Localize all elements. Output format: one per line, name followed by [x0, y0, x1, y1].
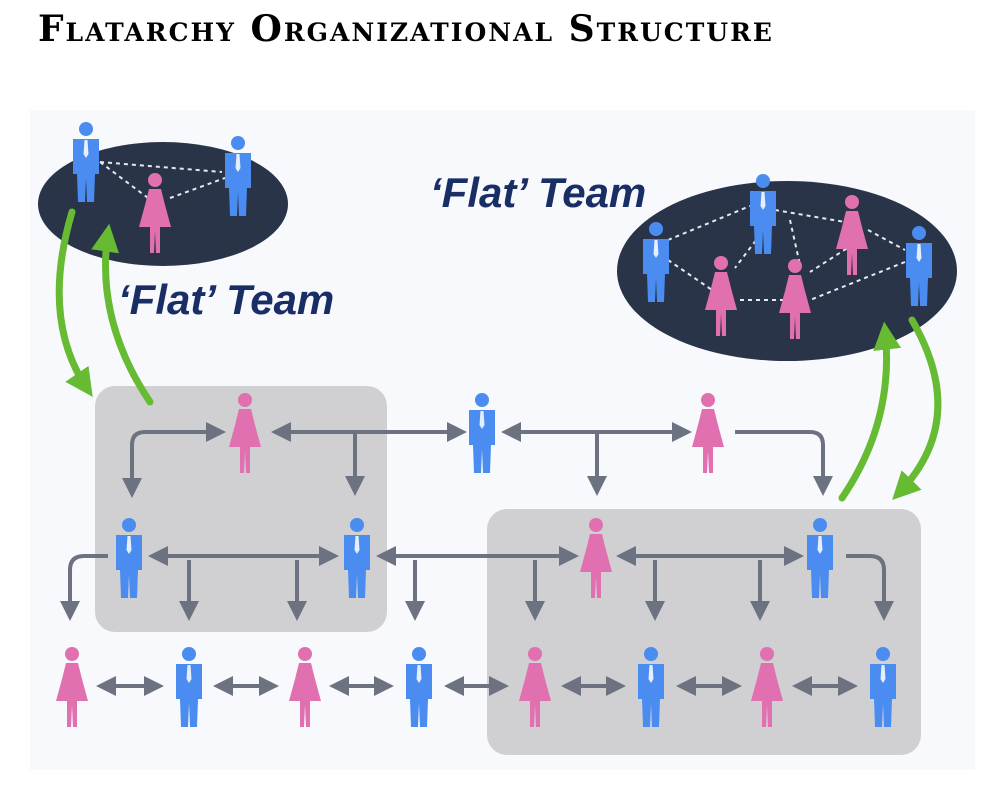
- female-person-icon: [139, 173, 171, 253]
- female-person-icon: [56, 647, 88, 727]
- green-arrows: [55, 208, 942, 502]
- female-person-icon: [580, 518, 612, 598]
- dotted-link: [99, 161, 149, 199]
- team-oval-right: [617, 181, 957, 361]
- female-person-icon: [519, 647, 551, 727]
- male-person-icon: [643, 222, 669, 302]
- male-person-icon: [906, 226, 932, 306]
- hierarchy-arrows: [60, 422, 894, 696]
- hierarchy-arrow: [846, 554, 894, 621]
- dotted-link: [667, 205, 751, 241]
- female-person-icon: [705, 256, 737, 336]
- male-person-icon: [807, 518, 833, 598]
- dotted-link: [667, 259, 716, 293]
- female-person-icon: [692, 393, 724, 473]
- female-person-icon: [289, 647, 321, 727]
- male-person-icon: [225, 136, 251, 216]
- female-person-icon: [836, 195, 868, 275]
- female-person-icon: [751, 647, 783, 727]
- male-person-icon: [344, 518, 370, 598]
- male-person-icon: [406, 647, 432, 727]
- green-arrow: [91, 223, 154, 406]
- team-box-right: [487, 509, 921, 755]
- green-arrow: [55, 208, 93, 397]
- team-label-right: ‘Flat’ Team: [430, 169, 646, 216]
- green-arrow: [892, 316, 942, 501]
- dotted-link: [169, 177, 226, 199]
- hierarchy-arrow: [60, 554, 108, 621]
- dotted-link: [809, 261, 906, 301]
- dotted-link: [774, 209, 846, 223]
- male-person-icon: [73, 122, 99, 202]
- team-box-left: [95, 386, 387, 632]
- male-person-icon: [176, 647, 202, 727]
- green-arrow: [838, 321, 902, 502]
- hierarchy-arrow: [735, 430, 833, 496]
- male-person-icon: [638, 647, 664, 727]
- hierarchy-arrow: [130, 422, 226, 492]
- male-person-icon: [469, 393, 495, 473]
- male-person-icon: [116, 518, 142, 598]
- people: [56, 122, 932, 727]
- female-person-icon: [229, 393, 261, 473]
- dotted-link: [867, 229, 906, 251]
- female-person-icon: [779, 259, 811, 339]
- male-person-icon: [870, 647, 896, 727]
- male-person-icon: [750, 174, 776, 254]
- grey-boxes: [95, 386, 921, 755]
- page-title: Flatarchy Organizational Structure: [38, 8, 774, 50]
- team-label-left: ‘Flat’ Team: [118, 276, 334, 323]
